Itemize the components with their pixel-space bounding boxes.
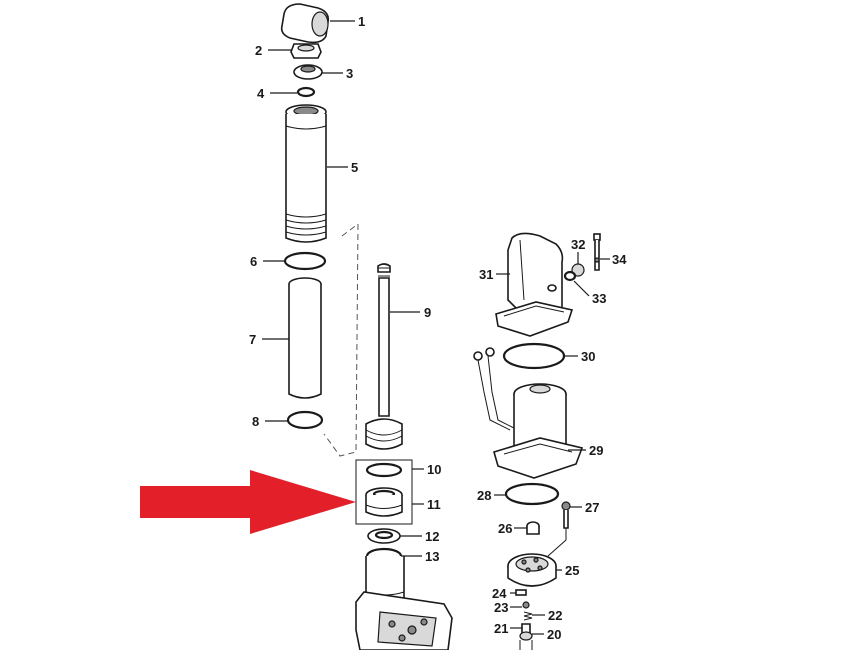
label-part-6: 6: [250, 254, 257, 269]
part-12-washer: [367, 528, 401, 544]
part-26-fitting: [526, 521, 540, 535]
label-part-23: 23: [494, 600, 508, 615]
label-part-33: 33: [592, 291, 606, 306]
part-30-oring: [502, 342, 566, 370]
label-part-32: 32: [571, 237, 585, 252]
label-part-3: 3: [346, 66, 353, 81]
label-part-31: 31: [479, 267, 493, 282]
label-part-22: 22: [548, 608, 562, 623]
label-part-28: 28: [477, 488, 491, 503]
label-part-26: 26: [498, 521, 512, 536]
part-lower-tube: [519, 640, 533, 650]
part-2-nut: [290, 43, 322, 59]
label-part-9: 9: [424, 305, 431, 320]
part-7-sleeve: [288, 277, 322, 399]
base-housing: [355, 556, 453, 650]
part-number-labels: 1 2 3 4 5 6 7 8 9 10 11 12 13 20 21 22 2…: [249, 14, 627, 642]
label-part-5: 5: [351, 160, 358, 175]
label-part-30: 30: [581, 349, 595, 364]
label-part-24: 24: [492, 586, 507, 601]
part-22-spring: [523, 611, 533, 621]
part-23-ball: [522, 601, 530, 609]
leader-lines: [262, 20, 610, 635]
part-24-pin: [515, 589, 527, 596]
label-part-2: 2: [255, 43, 262, 58]
label-part-1: 1: [358, 14, 365, 29]
part-20-plug: [519, 631, 533, 641]
label-part-10: 10: [427, 462, 441, 477]
part-34-bolt: [593, 233, 601, 271]
highlight-arrow: [140, 470, 356, 534]
motor-wires: [473, 347, 515, 431]
part-1-cap: [280, 3, 330, 44]
label-part-11: 11: [427, 497, 441, 512]
part-25-pump: [507, 553, 557, 587]
part-9-shaft: [365, 263, 403, 450]
label-part-13: 13: [425, 549, 439, 564]
label-part-8: 8: [252, 414, 259, 429]
label-part-12: 12: [425, 529, 439, 544]
part-27-bolt: [561, 501, 571, 529]
part-31-reservoir: [495, 232, 574, 337]
part-3-bushing: [293, 64, 323, 80]
label-part-34: 34: [612, 252, 627, 267]
label-part-27: 27: [585, 500, 599, 515]
group-bracket: [355, 459, 413, 525]
label-part-25: 25: [565, 563, 579, 578]
label-part-21: 21: [494, 621, 508, 636]
label-part-29: 29: [589, 443, 603, 458]
label-part-7: 7: [249, 332, 256, 347]
part-10-oring: [365, 462, 403, 478]
part-29-motor: [493, 383, 584, 479]
alignment-dashes: [323, 222, 359, 457]
part-33-oring: [563, 270, 577, 282]
part-6-seal-ring: [283, 251, 327, 271]
part-5-cylinder: [285, 104, 327, 243]
part-11-piston-seal: [365, 487, 403, 517]
part-4-oring: [296, 86, 316, 98]
part-28-oring: [504, 482, 560, 506]
part-8-seal-ring: [286, 410, 324, 430]
label-part-4: 4: [257, 86, 265, 101]
leader-26-25: [547, 528, 567, 557]
label-part-20: 20: [547, 627, 561, 642]
